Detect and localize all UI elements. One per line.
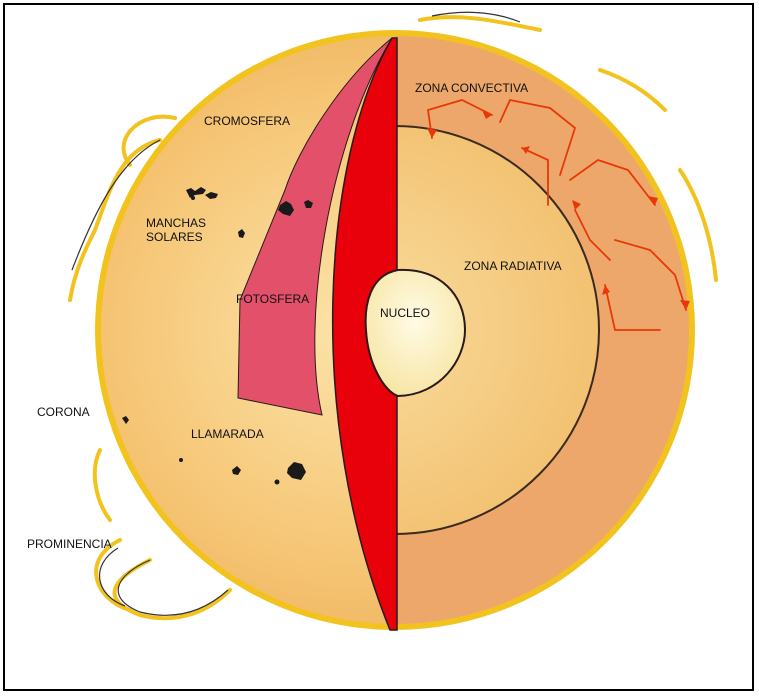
label-prominencia: PROMINENCIA [27,537,112,551]
sunspot [191,196,195,200]
label-nucleo: NUCLEO [380,306,430,320]
label-cromosfera: CROMOSFERA [204,114,290,128]
label-zona-convectiva: ZONA CONVECTIVA [415,81,528,95]
label-fotosfera: FOTOSFERA [236,292,309,306]
label-zona-radiativa: ZONA RADIATIVA [464,259,562,273]
sunspot [179,458,183,462]
label-corona: CORONA [37,405,90,419]
label-manchas-solares: MANCHAS SOLARES [146,216,206,244]
label-llamarada: LLAMARADA [191,427,264,441]
sunspot [275,480,280,485]
